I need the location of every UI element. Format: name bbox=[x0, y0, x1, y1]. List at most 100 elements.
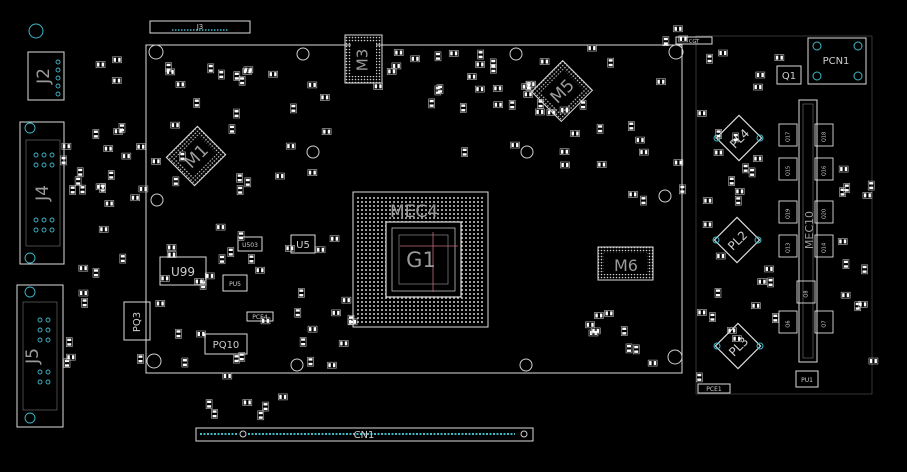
smd-part bbox=[475, 61, 485, 68]
smd-part bbox=[734, 188, 745, 195]
smd-part bbox=[236, 185, 244, 196]
smd-part bbox=[211, 409, 218, 419]
smd-part bbox=[772, 313, 779, 323]
smd-part bbox=[732, 335, 742, 342]
smd-part bbox=[95, 183, 106, 191]
connector-j2: J2 bbox=[27, 51, 65, 101]
smd-part bbox=[255, 266, 265, 274]
smd-part bbox=[277, 393, 288, 401]
smd-part bbox=[222, 372, 233, 380]
smd-part bbox=[678, 35, 688, 43]
svg-text:Q16: Q16 bbox=[822, 166, 828, 176]
smd-part bbox=[244, 177, 252, 188]
smd-part bbox=[714, 288, 722, 298]
smd-part bbox=[268, 70, 278, 78]
ic-u99: U99 bbox=[159, 256, 207, 286]
smd-part bbox=[728, 176, 736, 186]
smd-part bbox=[858, 301, 868, 308]
smd-part bbox=[294, 307, 302, 318]
smd-part bbox=[715, 252, 726, 260]
smd-part bbox=[205, 399, 213, 409]
smd-part bbox=[175, 328, 182, 339]
smd-part bbox=[193, 98, 201, 108]
memory-m1: M1 bbox=[165, 125, 227, 187]
smd-part bbox=[840, 291, 851, 299]
smd-part bbox=[315, 246, 326, 254]
smd-part bbox=[81, 298, 88, 308]
smd-part bbox=[217, 69, 225, 80]
smd-part bbox=[742, 163, 749, 174]
smd-part bbox=[299, 337, 307, 347]
smd-part bbox=[862, 192, 873, 199]
smd-part bbox=[307, 356, 314, 367]
smd-part bbox=[111, 77, 122, 84]
smd-part bbox=[751, 302, 761, 310]
smd-part bbox=[640, 195, 647, 206]
smd-part bbox=[338, 340, 349, 347]
svg-text:PU5: PU5 bbox=[229, 281, 241, 288]
svg-text:Q15: Q15 bbox=[786, 166, 792, 176]
smd-part bbox=[753, 83, 763, 91]
cap-pce4: PCE4 bbox=[246, 311, 274, 322]
smd-part bbox=[298, 288, 305, 298]
smd-part bbox=[679, 184, 686, 195]
smd-part bbox=[508, 100, 516, 110]
smd-part bbox=[662, 36, 670, 47]
smd-part bbox=[95, 61, 106, 68]
smd-part bbox=[585, 321, 595, 329]
mosfet-labels: Q17 Q18 Q15 Q16 Q19 Q20 Q13 Q14 Q8 Q6 Q7 bbox=[786, 132, 828, 328]
smd-part bbox=[410, 55, 420, 63]
smd-part bbox=[66, 353, 76, 361]
smd-part bbox=[166, 244, 177, 251]
smd-part bbox=[837, 238, 848, 245]
smd-part bbox=[861, 264, 868, 275]
smd-part bbox=[329, 235, 340, 243]
smd-part bbox=[238, 75, 246, 86]
smd-part bbox=[838, 165, 849, 173]
smd-part bbox=[248, 254, 255, 264]
smd-part bbox=[307, 81, 318, 89]
smd-part bbox=[233, 353, 240, 364]
mosfet-column bbox=[778, 123, 834, 334]
smd-part bbox=[697, 309, 707, 316]
smd-part bbox=[236, 173, 243, 183]
smd-part bbox=[227, 247, 235, 257]
smd-part bbox=[727, 327, 737, 334]
smd-part bbox=[639, 148, 649, 156]
main-board-outline bbox=[145, 44, 683, 374]
smd-part bbox=[275, 172, 285, 180]
smd-part bbox=[207, 63, 215, 74]
svg-text:PCE1: PCE1 bbox=[706, 386, 722, 393]
svg-text:J2: J2 bbox=[34, 68, 54, 85]
smd-part bbox=[475, 85, 485, 93]
smd-part bbox=[262, 401, 269, 412]
smd-part bbox=[718, 49, 728, 57]
smd-part bbox=[393, 49, 404, 56]
smd-part bbox=[842, 259, 850, 269]
smd-part bbox=[523, 91, 533, 98]
smd-part bbox=[170, 121, 181, 129]
smd-part bbox=[734, 195, 742, 206]
smd-part bbox=[179, 151, 186, 162]
svg-text:PQ3: PQ3 bbox=[132, 312, 143, 332]
smd-part bbox=[165, 68, 176, 76]
smd-part bbox=[537, 98, 544, 109]
smd-part bbox=[137, 354, 144, 364]
smd-part bbox=[65, 337, 73, 347]
smd-part bbox=[290, 103, 297, 114]
smd-part bbox=[702, 197, 713, 204]
smd-part bbox=[713, 149, 724, 156]
smd-part bbox=[331, 309, 341, 317]
smd-part bbox=[285, 142, 296, 150]
smd-part bbox=[78, 264, 89, 272]
svg-text:J3: J3 bbox=[196, 23, 204, 31]
smd-part bbox=[104, 200, 115, 207]
smd-part bbox=[307, 169, 318, 176]
smd-part bbox=[559, 148, 570, 156]
connector-j5: J5 bbox=[16, 284, 64, 428]
mec10-strip: MEC10 bbox=[798, 99, 818, 363]
smd-part bbox=[697, 109, 707, 117]
svg-text:CN1: CN1 bbox=[354, 430, 375, 441]
smd-part bbox=[477, 49, 484, 60]
smd-components bbox=[60, 25, 879, 421]
